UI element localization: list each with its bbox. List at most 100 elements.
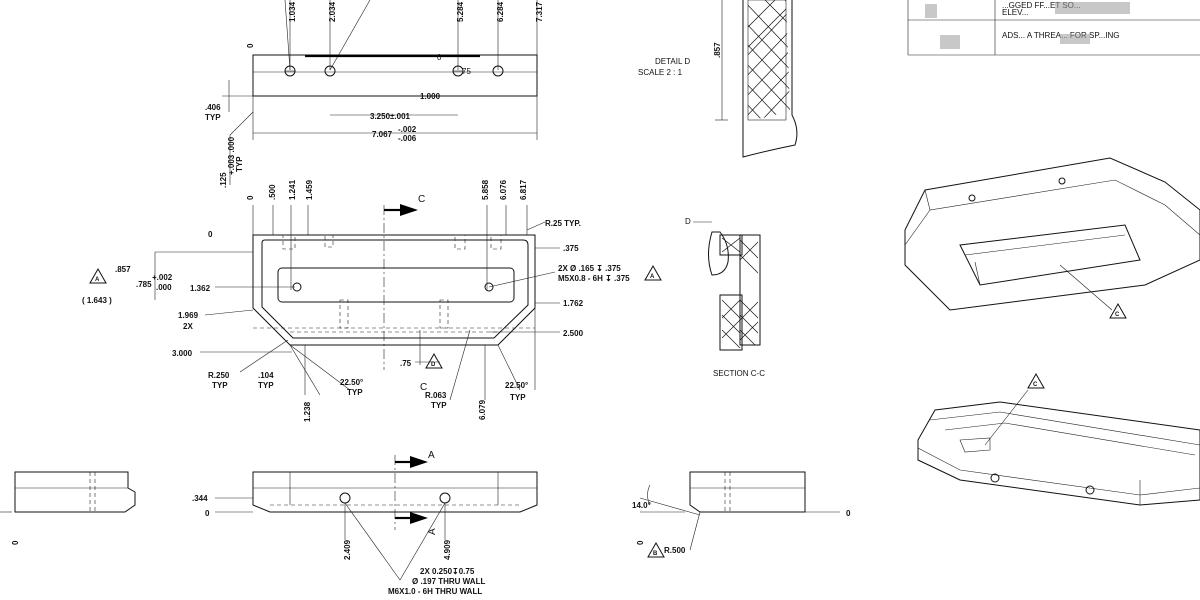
dim-7317: 7.317 — [535, 1, 544, 22]
front-note-3: M6X1.0 - 6H THRU WALL — [388, 587, 482, 596]
hole — [439, 492, 451, 504]
right-view-outline — [689, 471, 806, 513]
detail-title: DETAIL D — [655, 57, 690, 66]
dim-500: .500 — [268, 184, 277, 200]
part-outline — [252, 234, 536, 346]
flag-a-left-label: A — [95, 277, 100, 283]
iso-flag-c-bottom — [1027, 372, 1045, 389]
tol-7067-lower: -.006 — [398, 134, 417, 143]
redaction — [1055, 2, 1095, 14]
section-letter: D — [685, 217, 691, 226]
tol-125: +.003 .000 — [227, 136, 236, 175]
dim-r063-typ: TYP — [431, 401, 447, 410]
flag-b-label: B — [653, 551, 658, 557]
dim-2500: 2.500 — [563, 329, 584, 338]
dim-angle: 14.0° — [632, 501, 651, 510]
small-zero-label: 0 — [437, 53, 442, 62]
dim-1238: 1.238 — [303, 401, 312, 422]
isometric-view-top: C — [904, 157, 1200, 319]
dim-125-typ: TYP — [235, 156, 244, 172]
top-view-outline — [252, 54, 538, 97]
iso-top-outline — [904, 157, 1200, 311]
title-block: ...GGED FF...ET SO... ELEV... ADS... A T… — [907, 0, 1200, 56]
section-marker-c-bottom: C — [420, 382, 427, 393]
front-view-outline — [252, 471, 538, 513]
dim-zero: 0 — [246, 43, 255, 48]
redaction — [1060, 34, 1090, 44]
detail-outline — [742, 0, 798, 158]
dim-22-50-right-typ: TYP — [510, 393, 526, 402]
dim-r25: R.25 TYP. — [545, 219, 581, 228]
front-note-2: Ø .197 THRU WALL — [412, 577, 485, 586]
small-dim-label: 75 — [462, 67, 471, 76]
flag-b — [647, 541, 665, 558]
left-view-zero: 0 — [11, 540, 20, 545]
dim-1241: 1.241 — [288, 179, 297, 200]
section-marker-c-top: C — [418, 194, 425, 205]
dim-6284: 6.284 — [496, 1, 505, 22]
tol-785-lower: .000 — [156, 283, 172, 292]
dim-1362: 1.362 — [190, 284, 211, 293]
section-c-c: D SECTION C-C — [685, 217, 765, 378]
redaction — [1095, 2, 1130, 14]
iso-bottom-outline — [917, 401, 1200, 506]
dim-125: .125 — [219, 172, 228, 188]
dim-1969: 1.969 — [178, 311, 199, 320]
iso-flag-c-top — [1109, 302, 1127, 319]
dim-r250-typ: TYP — [212, 381, 228, 390]
section-c-c-label: SECTION C-C — [713, 369, 765, 378]
dim-1459: 1.459 — [305, 179, 314, 200]
dim-406-typ: TYP — [205, 113, 221, 122]
dim-r063: R.063 — [425, 391, 447, 400]
dim-6079: 6.079 — [478, 399, 487, 420]
flag-d — [425, 352, 443, 369]
flag-a-left — [89, 267, 107, 284]
flag-a-right-label: A — [650, 274, 655, 280]
dim-7067: 7.067 — [372, 130, 393, 139]
inner-pocket — [261, 239, 529, 339]
dim-6817: 6.817 — [519, 179, 528, 200]
title-row-1: ...GGED FF...ET SO... — [1002, 1, 1081, 10]
dim-104-typ: TYP — [258, 381, 274, 390]
dim-1643: ( 1.643 ) — [82, 296, 112, 305]
iso-flag-c-top-label: C — [1115, 312, 1120, 318]
dim-785: .785 — [136, 280, 152, 289]
dim-22-50-left: 22.50° — [340, 378, 363, 387]
dim-3000: 3.000 — [172, 349, 193, 358]
dim-1762: 1.762 — [563, 299, 584, 308]
dim-22-50-right: 22.50° — [505, 381, 528, 390]
dim-zero-top: 0 — [246, 195, 255, 200]
flag-a-right — [644, 264, 662, 281]
dim-6076: 6.076 — [499, 179, 508, 200]
isometric-view-bottom: C — [917, 372, 1200, 506]
slot — [277, 267, 515, 303]
dim-375: .375 — [563, 244, 579, 253]
dim-406: .406 — [205, 103, 221, 112]
hole — [324, 65, 336, 77]
dim-857-detail: .857 — [713, 42, 722, 58]
front-zero: 0 — [205, 509, 210, 518]
left-view-outline — [14, 471, 136, 513]
left-side-view: 0 — [0, 471, 136, 545]
front-note-1: 2X 0.250↧0.75 — [420, 567, 475, 576]
redaction — [925, 4, 937, 18]
dim-2034: 2.034 — [328, 1, 337, 22]
detail-d: .857 DETAIL D SCALE 2 : 1 — [638, 0, 798, 158]
tol-785-upper: +.002 — [152, 273, 173, 282]
dim-22-50-left-typ: TYP — [347, 388, 363, 397]
flag-d-label: D — [431, 362, 436, 368]
dim-1034: 1.034 — [288, 1, 297, 22]
dim-75: .75 — [400, 359, 412, 368]
dim-4909: 4.909 — [443, 539, 452, 560]
redaction — [940, 35, 960, 49]
right-view-zero-left: 0 — [636, 540, 645, 545]
hole-note-2: M5X0.8 - 6H ↧ .375 — [558, 274, 630, 283]
dim-1969-2x: 2X — [183, 322, 193, 331]
hole — [492, 65, 504, 77]
dim-104: .104 — [258, 371, 274, 380]
hole-note-1: 2X Ø .165 ↧ .375 — [558, 264, 621, 273]
detail-scale: SCALE 2 : 1 — [638, 68, 683, 77]
main-view: 0 .500 1.241 1.459 5.858 6.076 6.817 0 C… — [82, 179, 662, 422]
top-view: 1.034 2.034 5.284 6.284 7.317 0 0 75 3.2… — [205, 0, 544, 188]
